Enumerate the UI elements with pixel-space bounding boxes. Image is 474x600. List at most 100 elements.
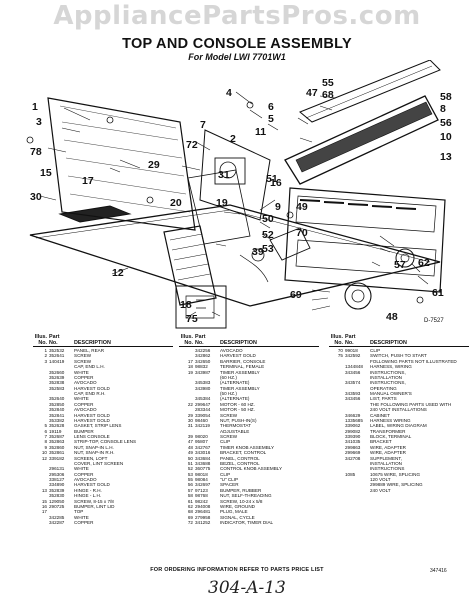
legend-part-no: 342697 bbox=[195, 482, 211, 488]
legend-description: NUT, SNAP-IN L.H. bbox=[74, 444, 114, 450]
legend-description: BEZEL, CONTROL bbox=[220, 460, 260, 466]
legend-part-no: 98768 bbox=[195, 493, 208, 499]
legend-part-no: 352841 bbox=[49, 412, 65, 418]
legend-header-illus: Illus. bbox=[34, 334, 47, 340]
legend-description: NUT, SNAP-IN R.H. bbox=[74, 450, 115, 456]
callout-53: 53 bbox=[262, 243, 274, 255]
legend-part-no: 1085 bbox=[345, 471, 356, 477]
page-title: TOP AND CONSOLE ASSEMBLY bbox=[122, 36, 352, 52]
legend-part-no: 341252 bbox=[195, 520, 211, 525]
legend-description: HARVEST GOLD bbox=[74, 412, 110, 418]
legend-row: INSTRUCTIONS bbox=[329, 466, 469, 471]
legend-header: No. No. DESCRIPTION bbox=[179, 340, 319, 347]
lint-opening bbox=[58, 205, 132, 223]
legend-part-no: 1344848 bbox=[345, 364, 363, 370]
legend-description: WHITE bbox=[74, 396, 89, 402]
legend-part-no: 343574 bbox=[345, 380, 361, 386]
legend-header: No. No. DESCRIPTION bbox=[329, 340, 469, 347]
legend-illus-no: 17 bbox=[187, 358, 193, 364]
legend-description: SUPPLEMENT, bbox=[370, 455, 402, 461]
legend-description: CLIP bbox=[370, 348, 381, 353]
callout-19: 19 bbox=[216, 197, 228, 209]
legend-part-no: 129050 bbox=[49, 498, 65, 504]
control-knob bbox=[395, 248, 415, 268]
callout-12: 12 bbox=[112, 267, 124, 279]
legend-part-no: 352628 bbox=[49, 423, 65, 429]
legend-illus-no: 70 bbox=[337, 348, 343, 353]
legend-description: 240 VOLT INSTALLATIONS bbox=[370, 407, 427, 413]
exploded-diagram: 1 2 3 4 5 6 7 8 9 10 11 12 13 15 16 17 1… bbox=[26, 60, 452, 329]
legend-part-no: 342592 bbox=[345, 353, 361, 359]
legend-description: NUT, SELF-THREADING bbox=[220, 493, 272, 499]
legend-illus-no: 19 bbox=[187, 369, 193, 375]
sheet-part-code: 347416 bbox=[430, 568, 447, 574]
legend-illus-no: 57 bbox=[187, 487, 193, 493]
legend-illus-no: 16 bbox=[41, 503, 47, 509]
legend-description: BARRIER, CONSOLE bbox=[220, 358, 266, 364]
legend-row: 352841 HARVEST GOLD bbox=[33, 413, 173, 418]
legend-description: THE FOLLOWING PARTS USED WITH bbox=[370, 401, 452, 407]
callout-4: 4 bbox=[226, 87, 232, 99]
legend-part-no: 343684 bbox=[195, 455, 211, 461]
legend-part-no: 352687 bbox=[49, 434, 65, 439]
legend-header-part: Part bbox=[49, 334, 60, 340]
legend-description: COPPER bbox=[74, 520, 94, 525]
legend-illus-no: 13 bbox=[41, 487, 47, 493]
legend-header-illus: Illus. bbox=[330, 334, 343, 340]
legend-row: INSTALLATION bbox=[329, 375, 469, 380]
callout-18: 18 bbox=[180, 299, 192, 311]
legend-description: ADJUSTABLE bbox=[220, 428, 250, 434]
legend-part-no: 339062 bbox=[345, 423, 361, 429]
callout-16: 16 bbox=[270, 177, 282, 189]
legend-description: WIRE, GROUND bbox=[220, 503, 255, 509]
legend-illus-no: 7 bbox=[44, 434, 47, 439]
callout-3: 3 bbox=[36, 116, 42, 128]
legend-description: BRACKET bbox=[370, 439, 392, 445]
legend-part-no: 352863 bbox=[49, 439, 65, 445]
legend-description: SWITCH, PUSH TO START bbox=[370, 353, 427, 359]
legend-header-part: Part bbox=[195, 334, 206, 340]
legend-description: 240 VOLT bbox=[370, 487, 391, 493]
legend-part-no: 343980 bbox=[195, 385, 211, 391]
legend-description: 120 VOLT bbox=[370, 477, 391, 482]
callout-6: 6 bbox=[268, 101, 274, 113]
legend-part-no: 352830 bbox=[49, 493, 65, 499]
callout-51: 51 bbox=[266, 173, 278, 185]
legend-part-no: 1335685 bbox=[345, 417, 363, 423]
legend-description: SCREW, 8-15 x 7/8 bbox=[74, 498, 114, 504]
legend-part-no: 342862 bbox=[195, 353, 211, 359]
legend-illus-no: 48 bbox=[187, 444, 193, 450]
legend-description: WHITE bbox=[74, 466, 89, 472]
legend-description: COPPER bbox=[74, 401, 94, 407]
legend-description: (ALTERNATE) bbox=[220, 396, 250, 402]
legend-description: HARVEST GOLD bbox=[74, 385, 110, 391]
legend-part-no: 98020 bbox=[195, 434, 208, 439]
callout-47: 47 bbox=[306, 87, 318, 99]
legend-description: (50 HZ.) bbox=[220, 391, 237, 396]
callout-11: 11 bbox=[255, 126, 266, 138]
legend-part-no: 343593 bbox=[345, 391, 361, 396]
legend-row: CAP, END R.H. bbox=[33, 391, 173, 396]
legend-header: Illus. Part bbox=[329, 334, 469, 340]
model-subtitle: For Model LWI 7701W1 bbox=[188, 52, 286, 62]
legend-part-no: 296481 bbox=[195, 509, 211, 515]
legend-row: CAP, END L.H. bbox=[33, 364, 173, 369]
callout-62: 62 bbox=[418, 257, 430, 269]
callout-55: 55 bbox=[322, 77, 334, 89]
timer-knob bbox=[344, 282, 372, 310]
